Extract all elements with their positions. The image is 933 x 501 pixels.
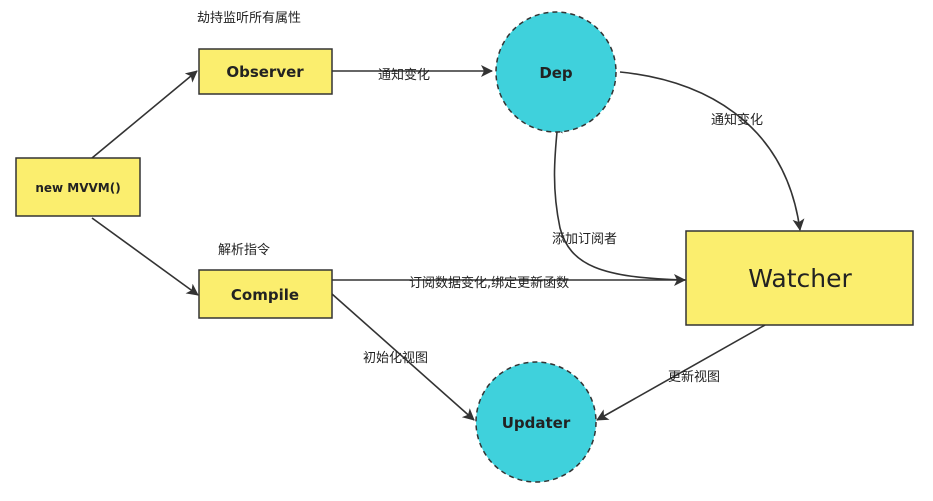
edge-dep-watcher [619,71,805,231]
edge-watcher-updater [596,324,766,421]
label-compile-to-updater: 初始化视图 [363,351,428,366]
node-updater-label: Updater [502,414,571,432]
edge-watcher-dep [550,121,687,281]
label-dep-to-watcher: 通知变化 [711,112,763,128]
label-compile-to-watcher: 订阅数据变化,绑定更新函数 [409,275,569,291]
observer-note: 劫持监听所有属性 [197,11,301,26]
label-watcher-to-dep: 添加订阅者 [552,232,617,247]
label-observer-to-dep: 通知变化 [378,67,430,83]
edge-compile-updater [331,293,475,421]
node-watcher-label: Watcher [748,264,852,293]
compile-note: 解析指令 [218,243,270,258]
label-watcher-to-updater: 更新视图 [668,369,720,385]
node-mvvm-label: new MVVM() [35,181,120,195]
edge-mvvm-compile [91,217,199,296]
node-updater: Updater [475,361,597,483]
node-watcher: Watcher [685,230,914,326]
edge-mvvm-observer [91,70,198,159]
node-observer-label: Observer [226,63,304,81]
node-mvvm: new MVVM() [15,157,141,217]
node-compile: Compile [198,269,333,319]
node-compile-label: Compile [231,286,299,304]
node-dep: Dep [495,11,617,133]
node-dep-label: Dep [539,64,573,82]
node-observer: Observer [198,48,333,95]
